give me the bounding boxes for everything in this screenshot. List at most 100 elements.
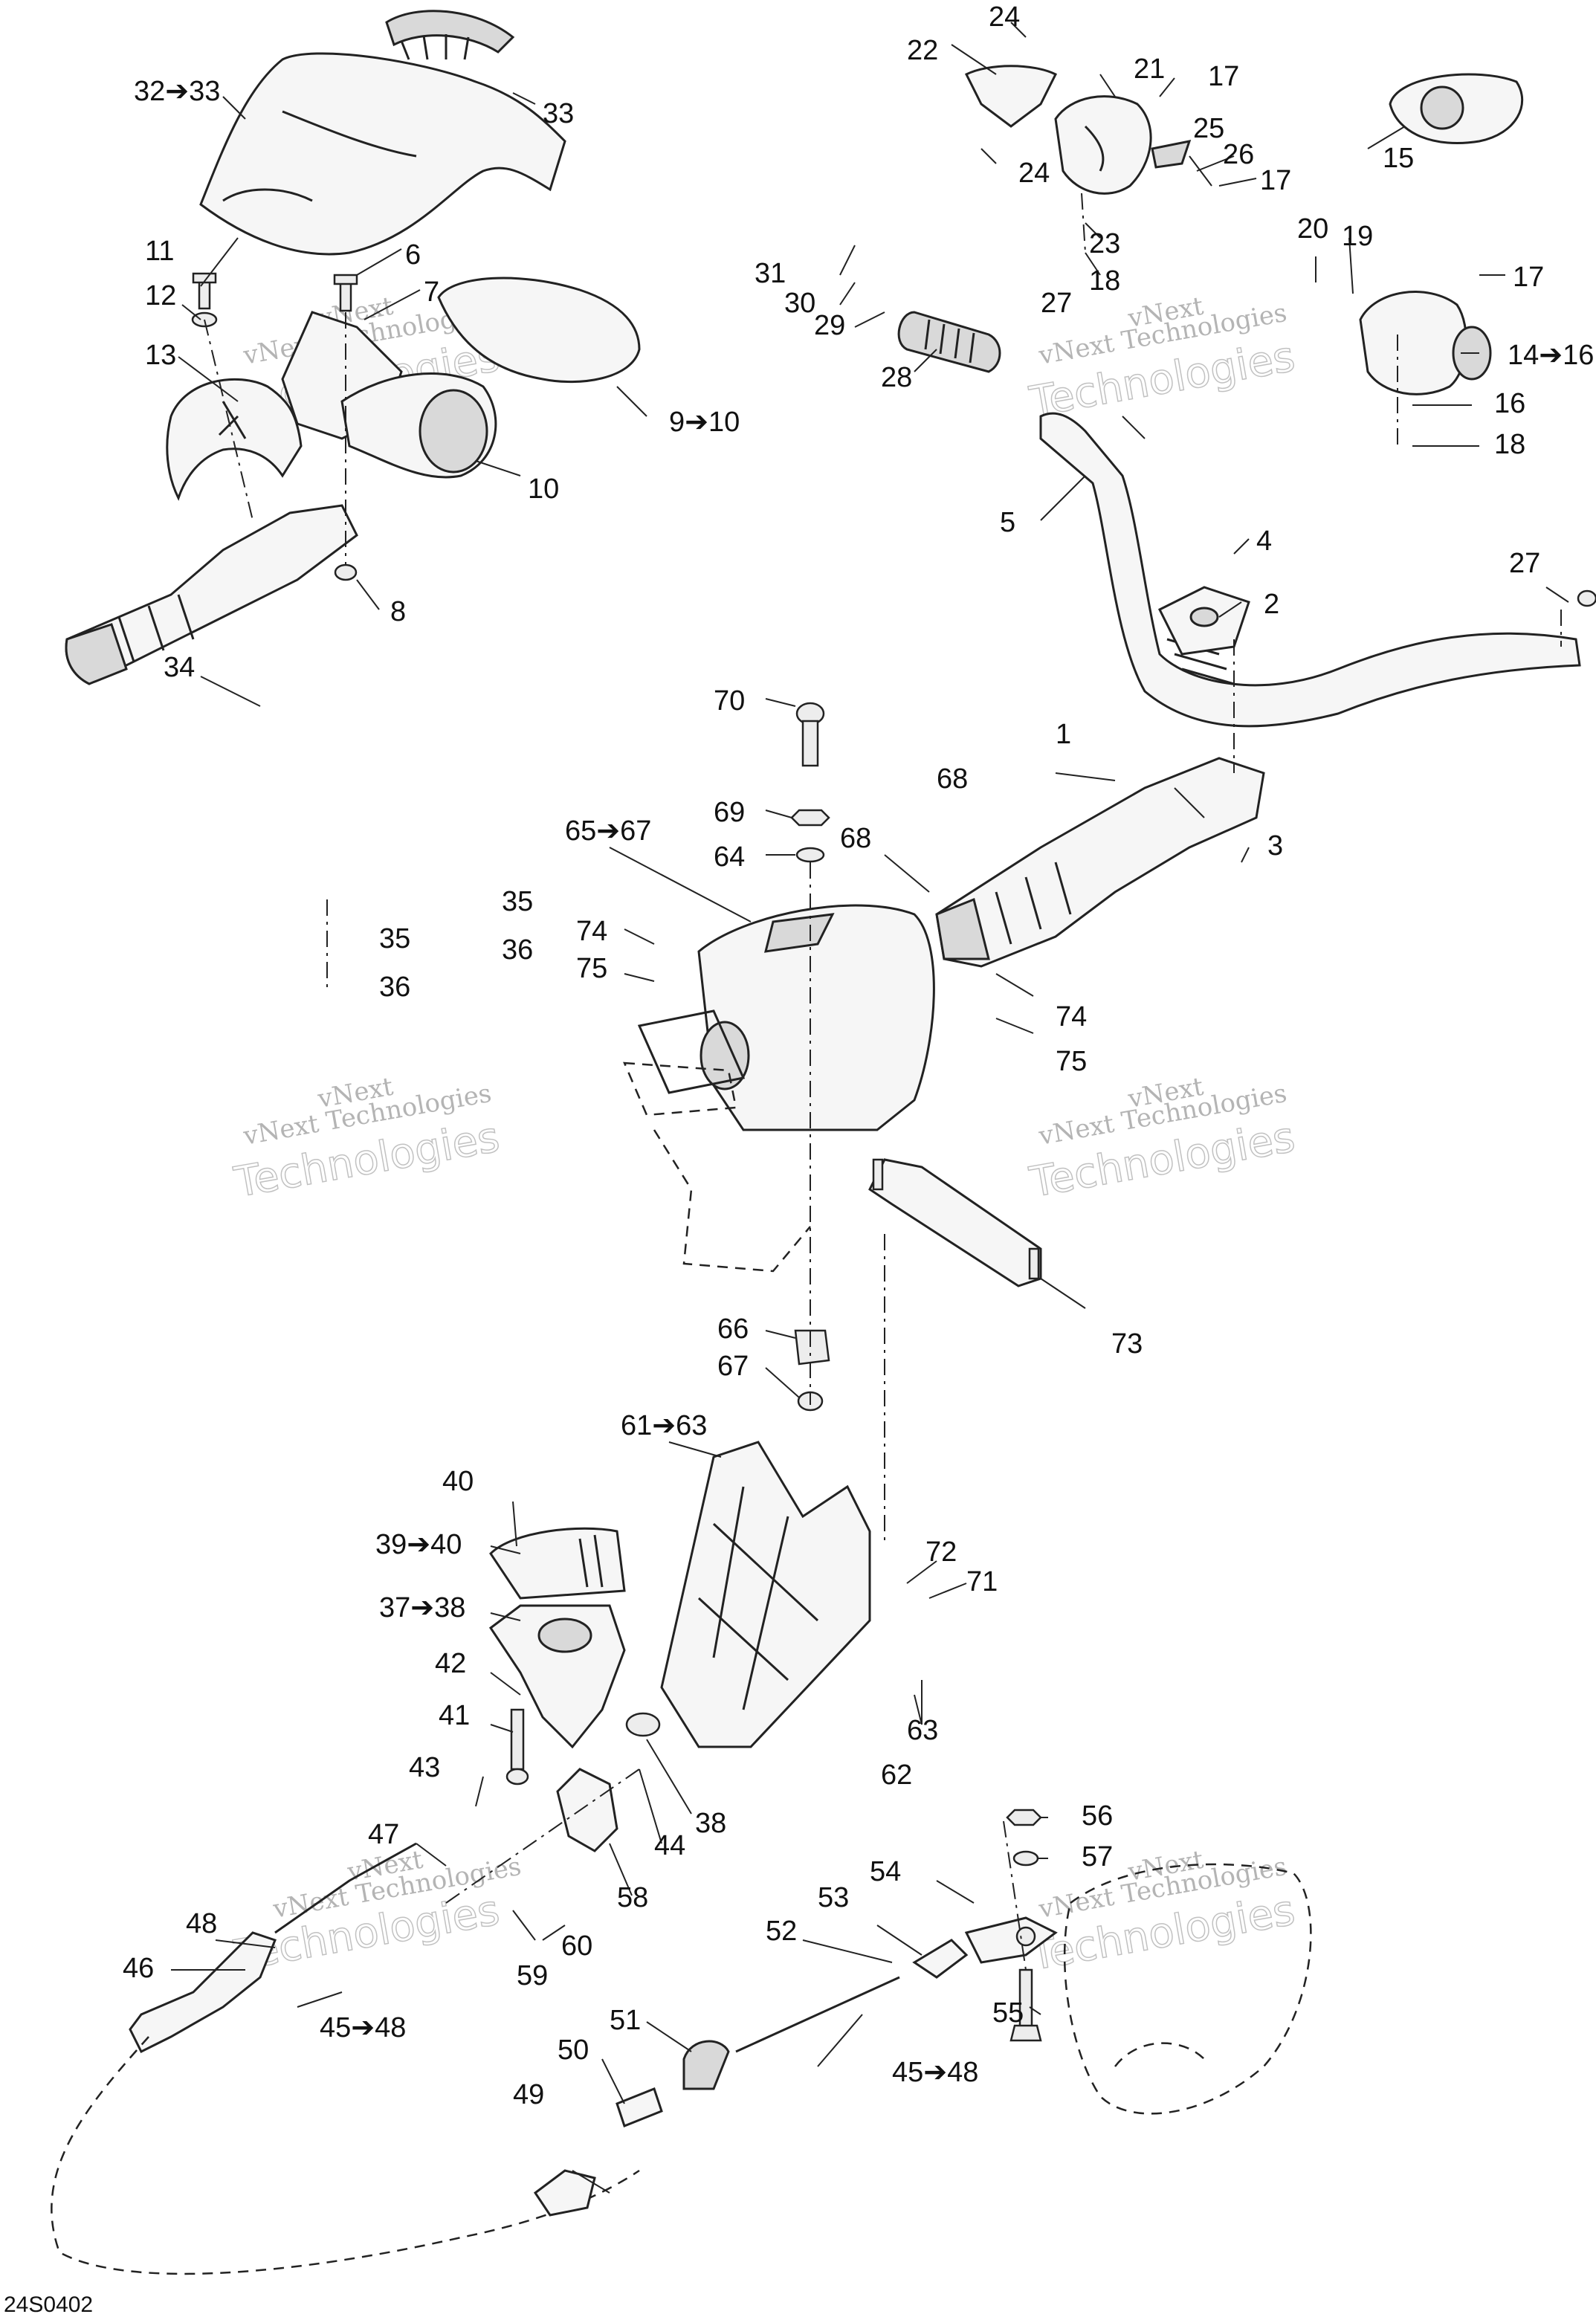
- callout-18b: 18: [1494, 429, 1525, 460]
- callout-29: 29: [814, 310, 845, 341]
- callout-37-38: 37➔38: [379, 1592, 465, 1623]
- washer-part-64: [795, 847, 825, 863]
- bolt-part-41: [505, 1708, 529, 1786]
- callout-63: 63: [907, 1715, 938, 1746]
- clamp-part-2: [1157, 586, 1250, 656]
- watermark-top-right: vNext vNext Technologies Technologies: [1025, 291, 1299, 427]
- callout-39-40: 39➔40: [375, 1529, 462, 1560]
- callout-6: 6: [405, 239, 421, 271]
- callout-8: 8: [390, 596, 406, 627]
- watermark-bottom-right: vNext vNext Technologies Technologies: [1025, 1845, 1299, 1981]
- callout-17a: 17: [1208, 61, 1239, 92]
- callout-71: 71: [966, 1566, 998, 1597]
- watermark-mid-right: vNext vNext Technologies Technologies: [1025, 1072, 1299, 1208]
- callout-17c: 17: [1513, 262, 1544, 293]
- nut-part-8: [334, 563, 358, 581]
- plug-part-27: [1577, 589, 1596, 607]
- callout-24b: 24: [1018, 158, 1050, 189]
- grip-part-28: [897, 311, 1001, 373]
- throttle-housing-part-21: [1054, 95, 1152, 195]
- callout-43: 43: [409, 1752, 440, 1783]
- nut-part-66: [794, 1329, 830, 1366]
- callout-56: 56: [1082, 1800, 1113, 1832]
- left-upper-cover-part-9: [437, 277, 641, 384]
- callout-55: 55: [992, 1997, 1024, 2029]
- callout-74a: 74: [576, 916, 607, 947]
- phantom-bracket: [623, 1061, 811, 1273]
- watermark-mid-left: vNext vNext Technologies Technologies: [230, 1072, 503, 1208]
- callout-46: 46: [123, 1953, 154, 1984]
- callout-9-10: 9➔10: [669, 407, 740, 438]
- callout-26: 26: [1223, 139, 1254, 170]
- callout-30: 30: [784, 288, 815, 319]
- callout-27b: 27: [1509, 548, 1540, 579]
- callout-16: 16: [1494, 388, 1525, 419]
- nut-part-69: [790, 809, 830, 827]
- steering-housing-part-65: [637, 904, 935, 1131]
- callout-28: 28: [881, 362, 912, 393]
- screw-part-11: [192, 272, 217, 310]
- callout-74b: 74: [1056, 1001, 1087, 1033]
- callout-1: 1: [1056, 719, 1071, 750]
- callout-68b: 68: [840, 823, 871, 854]
- callout-66: 66: [717, 1313, 749, 1345]
- callout-34: 34: [164, 652, 195, 683]
- callout-18a: 18: [1089, 265, 1120, 297]
- callout-67: 67: [717, 1351, 749, 1382]
- cable-part-45-left: [51, 1842, 640, 2275]
- callout-2: 2: [1264, 589, 1279, 620]
- cover-part-22: [964, 65, 1058, 128]
- callout-31: 31: [755, 258, 786, 289]
- callout-23: 23: [1089, 228, 1120, 259]
- callout-25: 25: [1193, 113, 1224, 144]
- handlebar-part-5: [1039, 412, 1581, 728]
- callout-4: 4: [1256, 526, 1272, 557]
- rudder-linkage-part-54: [964, 1916, 1058, 1964]
- callout-58: 58: [617, 1882, 648, 1913]
- pin-part-44: [625, 1712, 661, 1737]
- cable-part-45-right: [533, 1939, 969, 2217]
- callout-15: 15: [1383, 143, 1414, 174]
- callout-44: 44: [654, 1830, 685, 1861]
- callout-19: 19: [1342, 221, 1373, 252]
- callout-22: 22: [907, 35, 938, 66]
- callout-68a: 68: [937, 763, 968, 795]
- callout-53: 53: [818, 1882, 849, 1913]
- callout-65-67: 65➔67: [565, 815, 651, 847]
- start-stop-button-part-15: [1389, 73, 1524, 145]
- left-cover-part-13: [166, 378, 303, 501]
- lower-bracket-part-61: [660, 1441, 871, 1748]
- diagram-reference: 24S0402: [4, 2292, 93, 2317]
- callout-60: 60: [561, 1930, 592, 1962]
- left-grip-assembly: [65, 504, 358, 685]
- callout-5: 5: [1000, 507, 1015, 538]
- lever-part-25: [1151, 140, 1192, 169]
- screw-part-6: [333, 274, 358, 312]
- callout-59: 59: [517, 1960, 548, 1991]
- callout-11: 11: [145, 236, 174, 267]
- callout-labels: 32➔33 33 11 6 12 7 13 9➔10 10 8 34 35 36…: [123, 1, 1594, 2110]
- callout-24a: 24: [989, 1, 1020, 33]
- callout-13: 13: [145, 340, 176, 371]
- callout-73: 73: [1111, 1328, 1143, 1360]
- callout-35a: 35: [502, 886, 533, 917]
- callout-41: 41: [439, 1700, 470, 1731]
- washer-part-57: [1012, 1850, 1039, 1867]
- callout-61-63: 61➔63: [621, 1410, 707, 1441]
- callout-75a: 75: [576, 953, 607, 984]
- callout-49: 49: [513, 2079, 544, 2110]
- callout-52: 52: [766, 1916, 797, 1947]
- callout-51: 51: [610, 2005, 641, 2036]
- callout-3: 3: [1267, 830, 1283, 862]
- lever-part-58: [556, 1768, 618, 1852]
- clip-part-50: [616, 2087, 663, 2127]
- nut-part-56: [1006, 1809, 1042, 1826]
- callout-20: 20: [1297, 213, 1328, 245]
- callout-75b: 75: [1056, 1046, 1087, 1077]
- callout-57: 57: [1082, 1841, 1113, 1872]
- callout-38: 38: [695, 1808, 726, 1839]
- callout-36b: 36: [379, 972, 410, 1003]
- callout-64: 64: [714, 841, 745, 873]
- callout-35b: 35: [379, 923, 410, 954]
